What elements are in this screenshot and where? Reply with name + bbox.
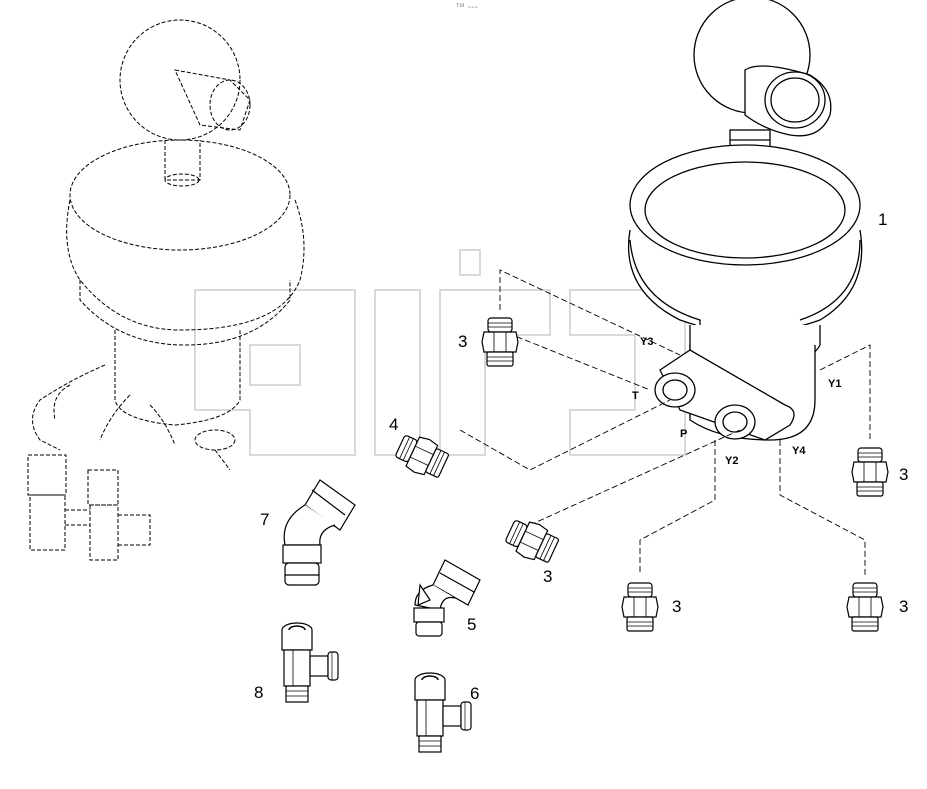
callout-3: 3 — [899, 597, 908, 616]
ghost-valve-assembly — [27, 19, 305, 561]
callout-1: 1 — [878, 210, 887, 229]
callout-3: 3 — [899, 465, 908, 484]
valve-body-1 — [628, 0, 863, 441]
tee-fitting-8 — [281, 622, 339, 703]
callout-8: 8 — [254, 683, 263, 702]
nipple-fitting — [621, 582, 659, 632]
callout-6: 6 — [470, 684, 479, 703]
nipple-fitting — [501, 513, 562, 568]
callout-7: 7 — [260, 510, 269, 529]
watermark-logo — [194, 249, 686, 456]
port-label-t: T — [632, 390, 639, 402]
callout-4: 4 — [389, 415, 398, 434]
callout-3: 3 — [458, 332, 467, 351]
port-label-y4: Y4 — [792, 445, 806, 457]
callout-3: 3 — [543, 567, 552, 586]
elbow-7 — [282, 479, 356, 586]
port-label-p: P — [680, 428, 687, 440]
elbow-5 — [413, 559, 481, 637]
tee-fitting-6 — [414, 672, 472, 753]
adapter-4 — [391, 428, 452, 483]
leader-lines — [459, 269, 871, 575]
nipple-fitting — [851, 447, 889, 497]
callout-3: 3 — [672, 597, 681, 616]
top-mark: ™ --- — [455, 2, 478, 13]
callout-5: 5 — [467, 615, 476, 634]
port-label-y3: Y3 — [640, 336, 653, 348]
nipple-fitting — [846, 582, 884, 632]
port-label-y2: Y2 — [725, 455, 738, 467]
port-label-y1: Y1 — [828, 378, 841, 390]
nipple-fitting — [481, 317, 519, 367]
